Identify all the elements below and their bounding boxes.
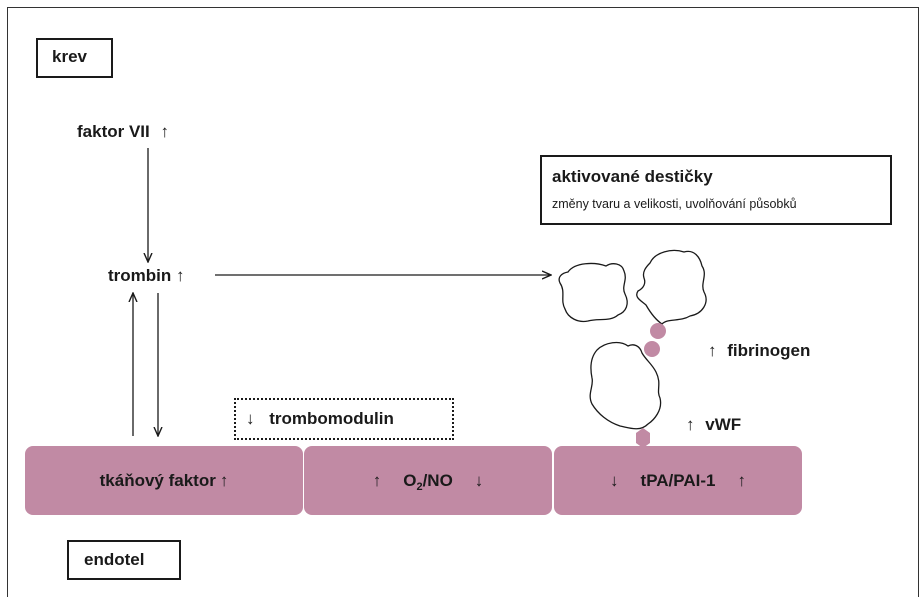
fibrinogen-label: ↑ fibrinogen (708, 341, 810, 361)
vwf-up-icon: ↑ (686, 415, 695, 434)
thrombin-label: trombin ↑ (108, 266, 185, 286)
endothelium-cell-o2-no: ↑ O 2 /NO ↓ (304, 446, 552, 515)
factor-vii-label: faktor VII ↑ (77, 122, 169, 142)
o2-no-up-icon: ↑ (372, 470, 382, 490)
endothelium-box (67, 540, 181, 580)
fibrinogen-node-upper (650, 323, 666, 339)
tissue-factor-text: tkáňový faktor (99, 470, 216, 490)
fibrinogen-node-lower (644, 341, 660, 357)
endothelium-cell-tpa-pai: ↓ tPA/PAI-1 ↑ (554, 446, 802, 515)
platelets-box (540, 155, 892, 225)
vwf-text: vWF (705, 415, 742, 434)
platelet-shape-bottom (589, 341, 662, 430)
o2-no-down-icon: ↓ (474, 470, 484, 490)
fibrinogen-text: fibrinogen (727, 341, 811, 360)
vwf-node (636, 428, 650, 448)
platelet-shape-left (558, 262, 628, 323)
platelet-shape-right (636, 249, 707, 325)
thrombomodulin-label: ↓ trombomodulin (246, 409, 394, 429)
thrombin-up-icon: ↑ (176, 266, 185, 285)
tissue-factor-up-icon: ↑ (219, 470, 229, 490)
no-text: /NO (422, 470, 453, 490)
diagram-frame (7, 7, 919, 597)
thrombomodulin-down-icon: ↓ (246, 409, 255, 428)
thrombomodulin-text: trombomodulin (269, 409, 394, 428)
thrombin-text: trombin (108, 266, 172, 285)
factor-vii-text: faktor VII (77, 122, 150, 141)
o2-text: O (403, 470, 417, 490)
platelets-title: aktivované destičky (552, 167, 713, 186)
endothelium-cell-tissue-factor: tkáňový faktor ↑ (25, 446, 303, 515)
blood-label: krev (52, 47, 87, 66)
factor-vii-up-icon: ↑ (160, 122, 169, 141)
tpa-pai-text: tPA/PAI-1 (640, 470, 716, 490)
tpa-pai-down-icon: ↓ (610, 470, 619, 490)
o2-subscript: 2 (416, 480, 423, 493)
vwf-label: ↑ vWF (686, 415, 741, 435)
endothelium-label: endotel (84, 550, 145, 569)
thrombomodulin-box (234, 398, 454, 440)
fibrinogen-up-icon: ↑ (708, 341, 717, 360)
tpa-pai-up-icon: ↑ (737, 470, 746, 490)
platelets-subtitle: změny tvaru a velikosti, uvolňování půso… (552, 197, 797, 211)
blood-box (36, 38, 113, 78)
